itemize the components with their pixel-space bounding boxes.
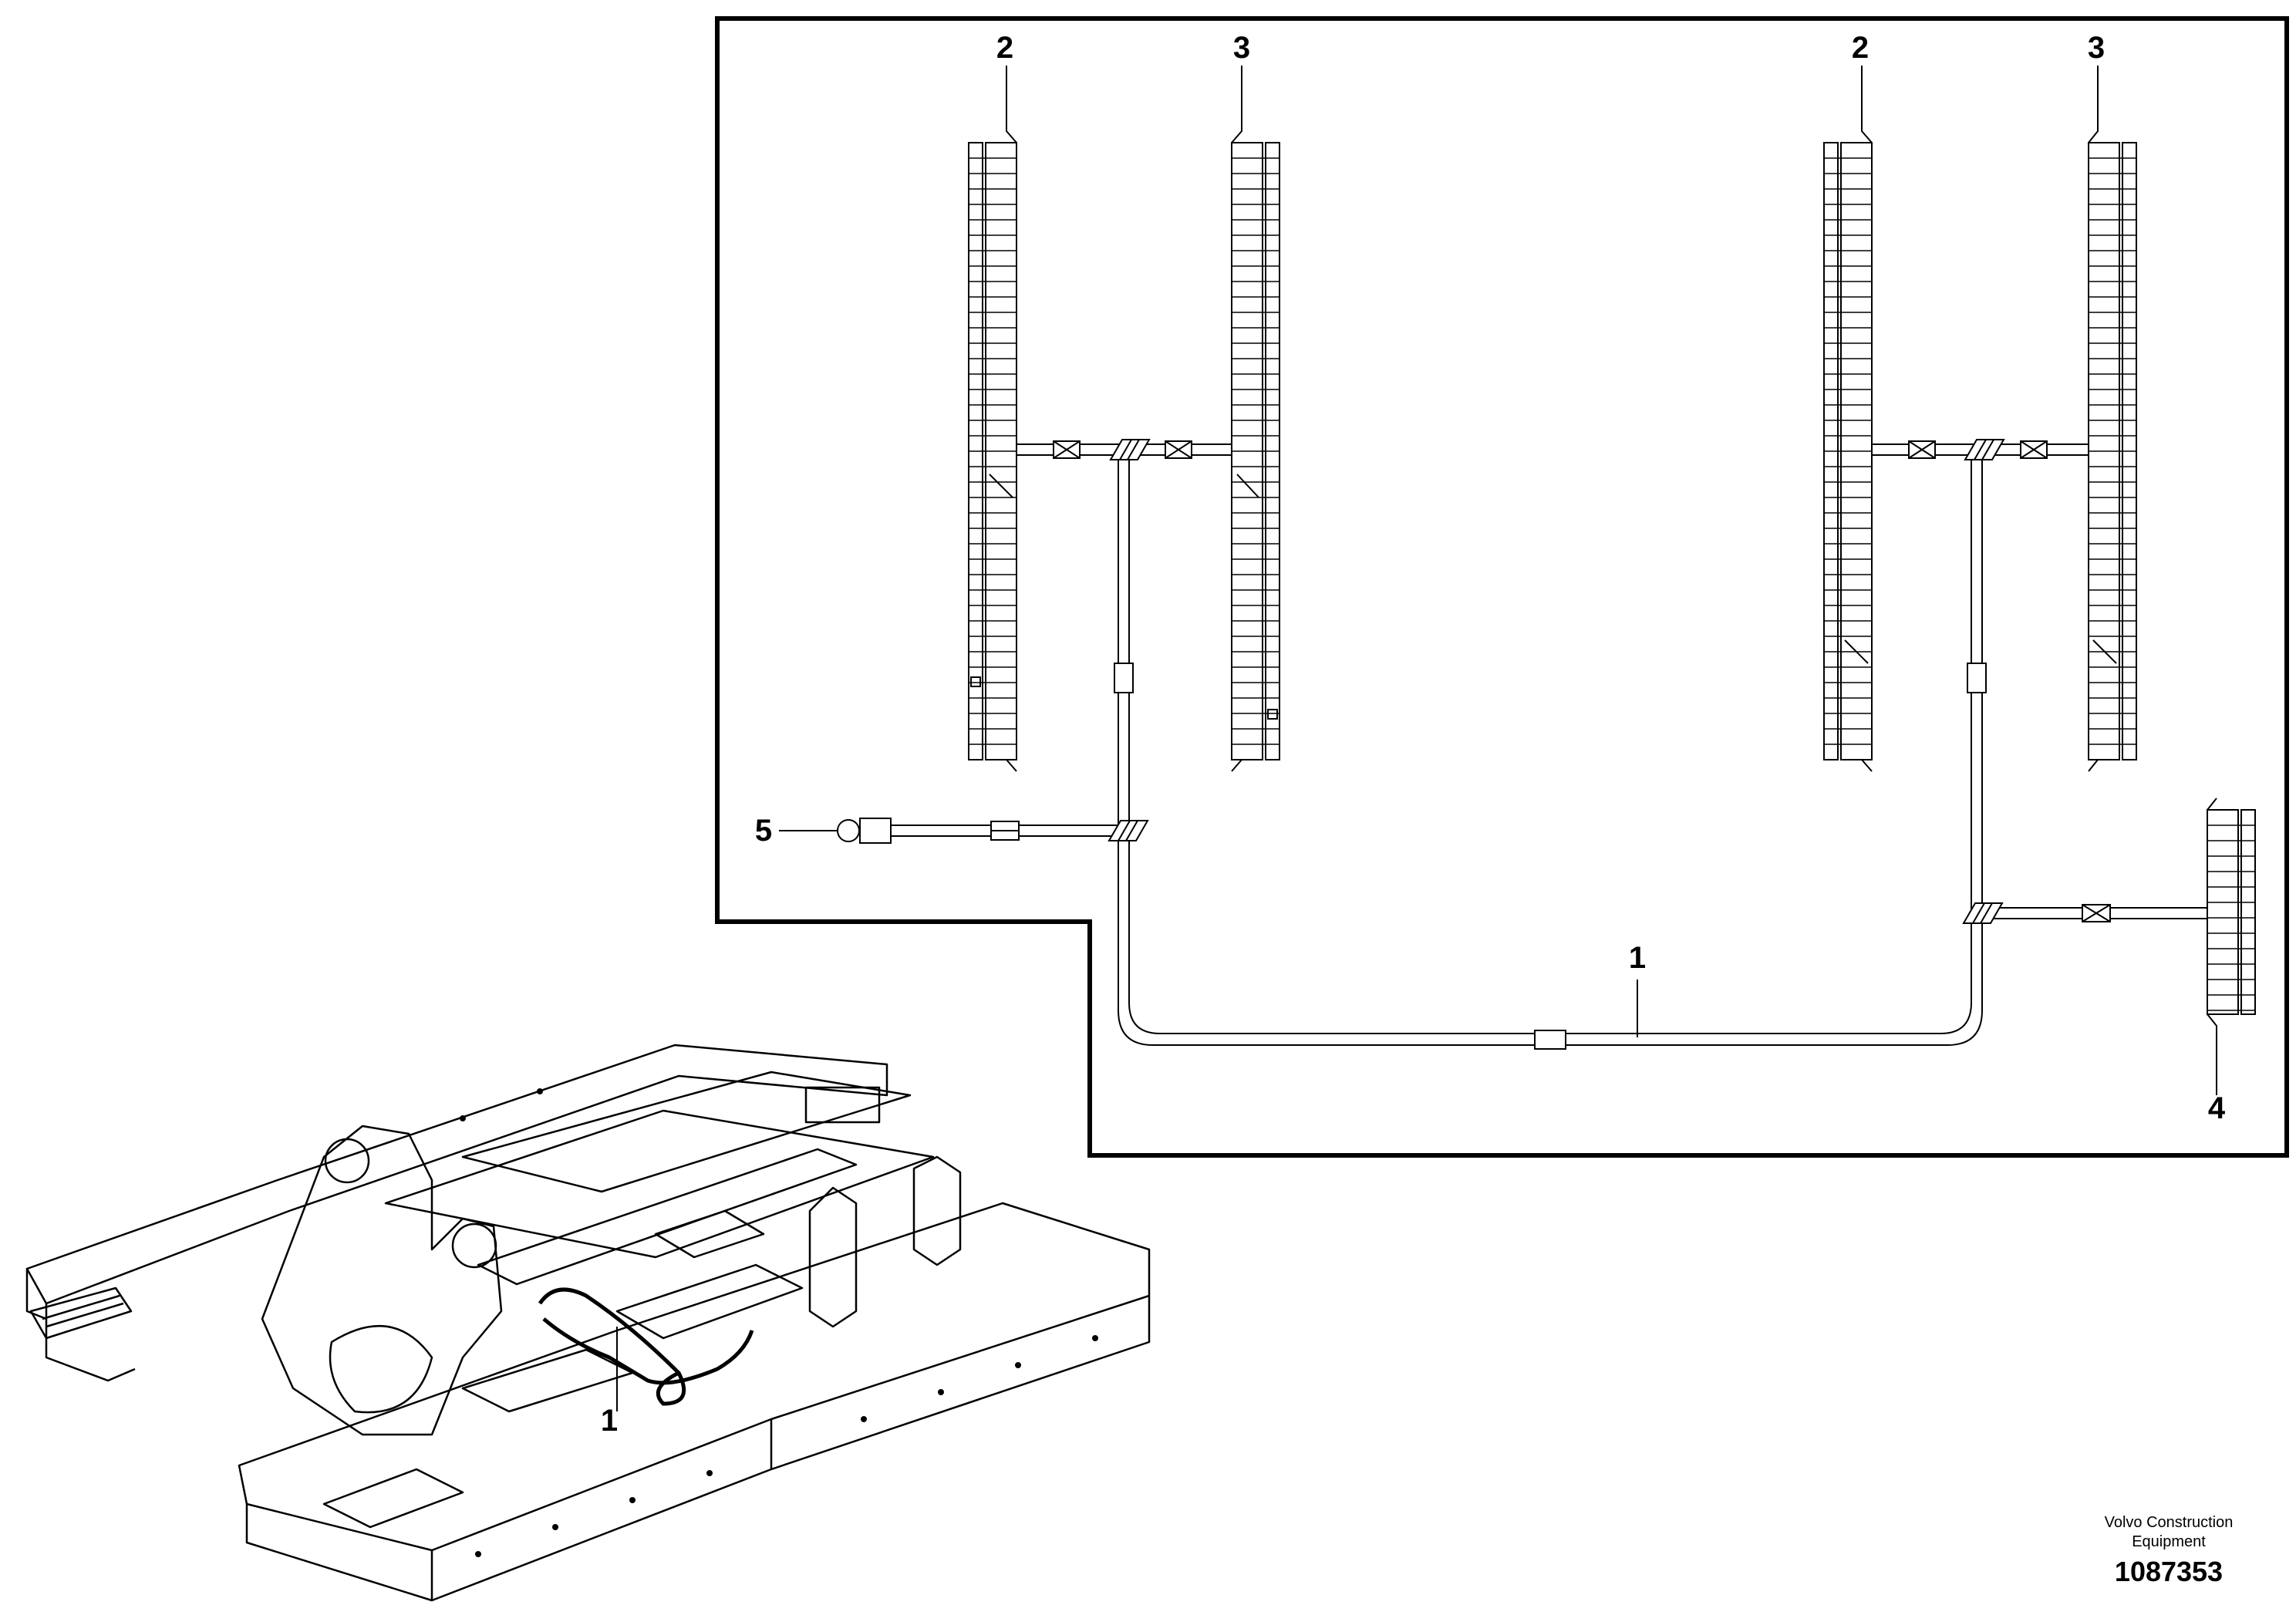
callout-1-machine: 1 [601,1404,618,1438]
callout-4: 4 [2208,1091,2226,1125]
manufacturer-line-1: Volvo Construction [2105,1514,2234,1531]
callout-3-left: 3 [1233,31,1250,65]
document-number: 1087353 [2115,1556,2223,1587]
callout-2-right: 2 [1852,31,1869,65]
callout-3-right: 3 [2088,31,2105,65]
connector-rail-3-left [1231,142,1280,760]
detail-frame [715,16,2289,1158]
connector-rail-4 [2207,809,2256,1015]
callout-1: 1 [1629,941,1646,975]
connector-rail-2-left [968,142,1017,760]
manufacturer-line-2: Equipment [2132,1533,2206,1550]
connector-rail-2-right [1823,142,1873,760]
callout-5: 5 [755,814,772,848]
callout-2-left: 2 [996,31,1013,65]
connector-rail-3-right [2088,142,2137,760]
machine-illustration [25,1044,1151,1602]
